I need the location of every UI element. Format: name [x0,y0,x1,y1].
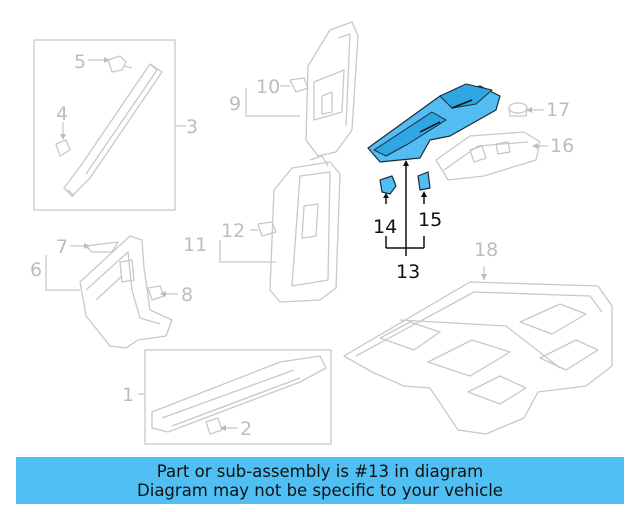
callout-13: 13 [396,261,420,283]
callout-5: 5 [74,51,86,73]
part-group-16-17 [435,102,548,181]
leader-13 [385,160,425,256]
part-group-3 [33,39,186,211]
callout-4: 4 [56,103,68,125]
callout-14: 14 [373,216,397,238]
part-group-9 [245,21,359,157]
part-group-1 [138,349,332,445]
info-banner: Part or sub-assembly is #13 in diagram D… [16,457,624,504]
callout-17: 17 [546,99,570,121]
part-group-18 [343,266,613,435]
callout-11: 11 [183,234,207,256]
callout-7: 7 [56,236,68,258]
callout-3: 3 [186,116,198,138]
callout-18: 18 [474,239,498,261]
callout-12: 12 [221,220,245,242]
parts-diagram: 5 4 3 7 6 8 10 9 12 11 [30,21,613,445]
callout-6: 6 [30,259,42,281]
banner-line-1: Part or sub-assembly is #13 in diagram [156,461,484,481]
part-group-6 [45,235,178,349]
callout-1: 1 [122,384,134,406]
part-14-clip [379,175,397,204]
callout-9: 9 [229,93,241,115]
highlighted-part-13 [367,83,501,163]
callout-16: 16 [550,135,574,157]
banner-line-2: Diagram may not be specific to your vehi… [137,480,503,500]
part-group-11 [219,155,341,303]
callout-15: 15 [418,209,442,231]
callout-2: 2 [240,418,252,440]
part-15-clip [417,171,431,204]
callout-10: 10 [256,76,280,98]
callout-8: 8 [181,284,193,306]
